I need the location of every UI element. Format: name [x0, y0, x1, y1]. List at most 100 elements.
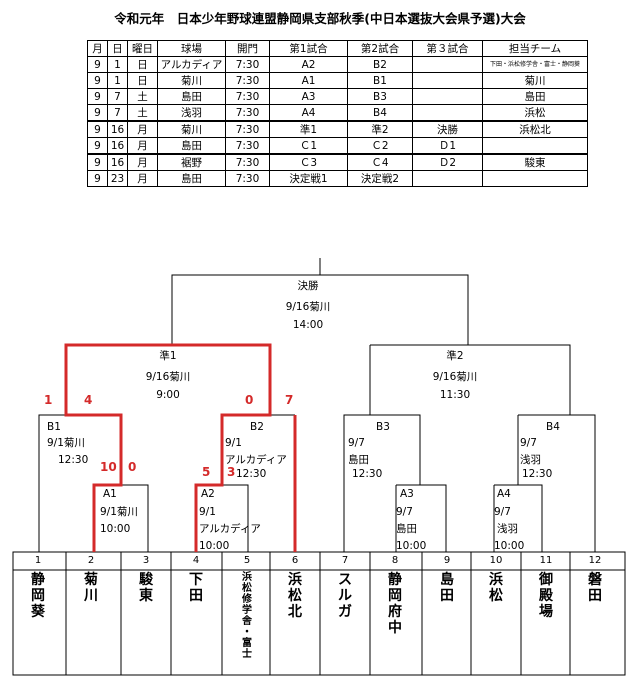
b2-venue: アルカディア	[225, 454, 287, 466]
team-name: 浜松	[489, 572, 503, 604]
a1-right	[121, 484, 149, 552]
team-name: 静岡葵	[31, 572, 45, 620]
semi2-date-venue: 9/16菊川	[432, 371, 478, 383]
winner-path-kikugawa	[64, 343, 172, 552]
b2-time: 12:30	[236, 468, 267, 480]
slot-number: 12	[588, 555, 602, 566]
schedule-cell: アルカディア	[157, 56, 226, 73]
slot-number: 4	[192, 555, 200, 566]
semi2-name: 準2	[446, 350, 464, 362]
score-b2-left: 0	[245, 393, 254, 407]
schedule-cell: 島田	[157, 88, 226, 105]
final-date-venue: 9/16菊川	[285, 301, 331, 313]
a3-date: 9/7	[396, 506, 413, 518]
slot-number: 1	[34, 555, 42, 566]
a2-right	[222, 484, 249, 552]
slot-number: 5	[243, 555, 251, 566]
score-b1-right: 0	[128, 460, 137, 474]
schedule-cell: 7:30	[225, 104, 270, 122]
b1-name: B1	[47, 421, 61, 433]
schedule-cell: Ｄ2	[412, 153, 483, 171]
team-name: 駿東	[139, 572, 153, 604]
a4-name: A4	[497, 488, 511, 500]
schedule-cell: 島田	[482, 88, 588, 105]
b1-time: 12:30	[58, 454, 89, 466]
score-b2-right: 7	[285, 393, 294, 407]
schedule-cell	[482, 170, 588, 187]
semi2-time: 11:30	[439, 389, 471, 401]
slot-number: 11	[539, 555, 553, 566]
a4-connector	[494, 484, 543, 552]
a2-date: 9/1	[199, 506, 216, 518]
b1-date-venue: 9/1菊川	[47, 437, 85, 449]
b1-left-leg	[38, 414, 66, 552]
schedule-cell: 決定戦1	[269, 170, 348, 187]
team-name: 浜松修学舎・富士	[242, 572, 252, 660]
a4-time: 10:00	[494, 540, 525, 552]
score-semi1-right: 4	[84, 393, 93, 407]
score-b1-left: 10	[100, 460, 117, 474]
b4-connector	[518, 414, 596, 552]
schedule-cell: 7:30	[225, 153, 270, 171]
score-a2-left: 5	[202, 465, 211, 479]
a3-time: 10:00	[396, 540, 427, 552]
slot-number: 8	[391, 555, 399, 566]
semi1-date-venue: 9/16菊川	[145, 371, 191, 383]
a1-name: A1	[103, 488, 117, 500]
team-name: 磐田	[588, 572, 602, 604]
schedule-cell: B2	[347, 56, 413, 73]
schedule-cell: 決定戦2	[347, 170, 413, 187]
schedule-cell: 16	[107, 153, 128, 171]
a1-date-venue: 9/1菊川	[100, 506, 138, 518]
b4-time: 12:30	[522, 468, 553, 480]
schedule-cell: 裾野	[157, 153, 226, 171]
b3-date: 9/7	[348, 437, 365, 449]
b3-venue: 島田	[348, 454, 369, 466]
team-name: 静岡府中	[388, 572, 402, 636]
slot-number: 9	[443, 555, 451, 566]
b3-name: B3	[376, 421, 390, 433]
semi1-time: 9:00	[156, 389, 180, 401]
schedule-cell: 7:30	[225, 88, 270, 105]
schedule-cell: 23	[107, 170, 128, 187]
a4-date: 9/7	[494, 506, 511, 518]
score-a2-right: 3	[227, 465, 236, 479]
schedule-cell: A3	[269, 88, 348, 105]
slot-number: 2	[87, 555, 95, 566]
winner-path-b2	[172, 343, 272, 552]
a2-venue: アルカディア	[199, 523, 261, 535]
a3-venue: 島田	[396, 523, 417, 535]
schedule-cell: 浜松	[482, 104, 588, 122]
slot-number: 7	[341, 555, 349, 566]
col-team-in-charge: 担当チーム	[482, 40, 588, 57]
team-name: 菊川	[84, 572, 98, 604]
b2-name: B2	[250, 421, 264, 433]
schedule-cell: 7:30	[225, 72, 270, 89]
team-name: 島田	[440, 572, 454, 604]
b4-name: B4	[546, 421, 560, 433]
schedule-cell: 7:30	[225, 120, 270, 138]
schedule-cell: 浅羽	[157, 104, 226, 122]
a3-name: A3	[400, 488, 414, 500]
slot-number: 6	[291, 555, 299, 566]
schedule-cell: Ｃ4	[347, 153, 413, 171]
b4-venue: 浅羽	[520, 454, 541, 466]
b3-time: 12:30	[352, 468, 383, 480]
a2-time: 10:00	[199, 540, 230, 552]
team-name: 浜松北	[288, 572, 302, 620]
semi2-connector	[370, 344, 571, 415]
semi1-name: 準1	[159, 350, 177, 362]
slot-grid	[12, 551, 626, 676]
team-name: スルガ	[338, 572, 352, 620]
a1-time: 10:00	[100, 523, 131, 535]
slot-number: 10	[489, 555, 503, 566]
col-weekday: 曜日	[127, 40, 158, 57]
b2-date: 9/1	[225, 437, 242, 449]
schedule-cell: B3	[347, 88, 413, 105]
